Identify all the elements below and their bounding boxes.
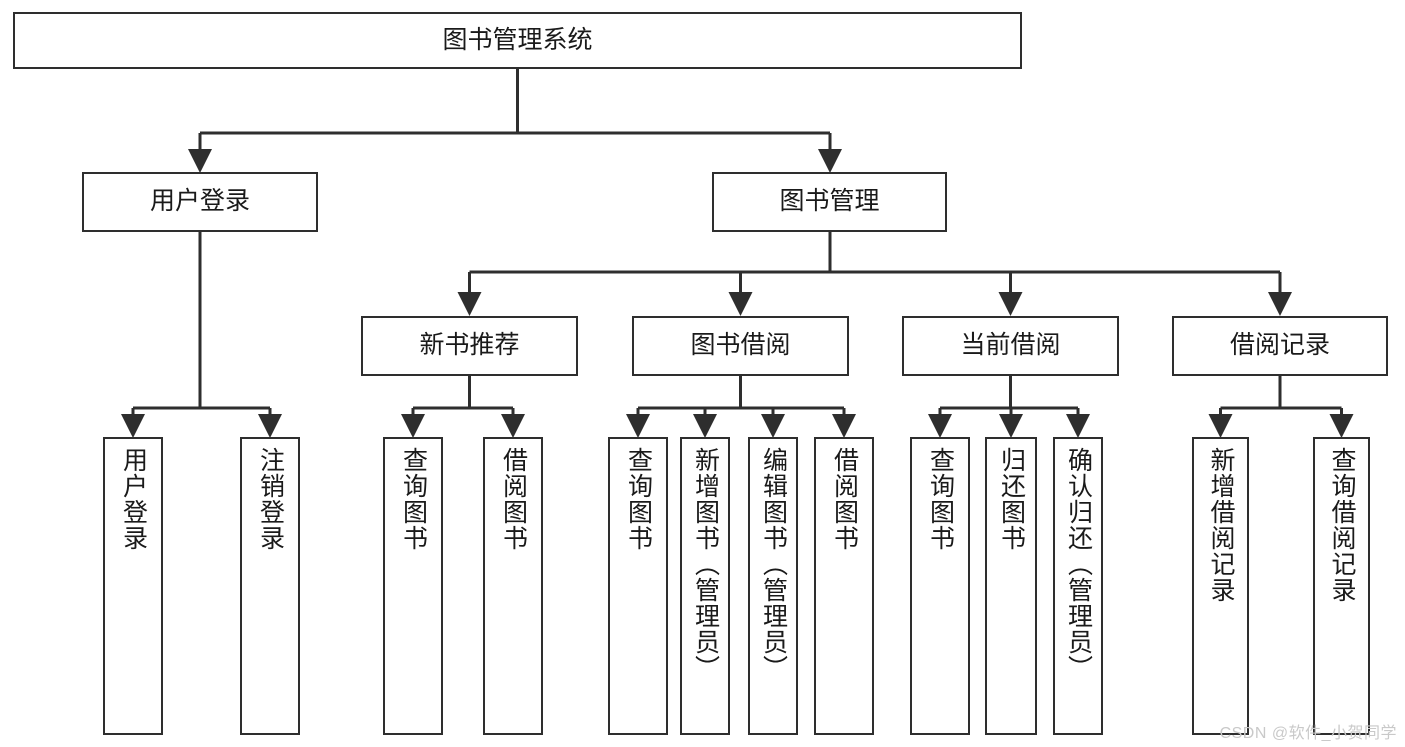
node-borrow-record[interactable]: 借阅记录 [1172, 316, 1388, 376]
node-leaf-add-borrow-record-label: 新增借阅记录 [1207, 447, 1235, 603]
node-leaf-query-book-1[interactable]: 查询图书 [383, 437, 443, 735]
node-leaf-logout[interactable]: 注销登录 [240, 437, 300, 735]
node-leaf-borrow-book-1[interactable]: 借阅图书 [483, 437, 543, 735]
node-leaf-query-borrow-record-label: 查询借阅记录 [1328, 447, 1356, 603]
node-leaf-add-book-admin-label: 新增图书（管理员） [691, 447, 720, 681]
node-root-label: 图书管理系统 [442, 25, 593, 54]
node-book-borrow[interactable]: 图书借阅 [632, 316, 849, 376]
node-new-book-recommend-label: 新书推荐 [419, 331, 520, 360]
node-leaf-return-book-label: 归还图书 [997, 447, 1026, 551]
node-user-login-label: 用户登录 [149, 187, 250, 216]
node-leaf-confirm-return-admin[interactable]: 确认归还（管理员） [1053, 437, 1103, 735]
node-leaf-borrow-book-1-label: 借阅图书 [499, 447, 528, 551]
node-borrow-record-label: 借阅记录 [1229, 331, 1330, 360]
node-leaf-query-book-2-label: 查询图书 [624, 447, 653, 551]
node-leaf-return-book[interactable]: 归还图书 [985, 437, 1037, 735]
node-leaf-query-book-3-label: 查询图书 [926, 447, 955, 551]
node-book-manage[interactable]: 图书管理 [712, 172, 947, 232]
node-leaf-borrow-book-2-label: 借阅图书 [830, 447, 859, 551]
node-user-login[interactable]: 用户登录 [82, 172, 318, 232]
node-leaf-edit-book-admin-label: 编辑图书（管理员） [759, 447, 788, 681]
csdn-watermark: CSDN @软件_小贺同学 [1219, 725, 1397, 742]
node-book-borrow-label: 图书借阅 [690, 331, 791, 360]
node-current-borrow[interactable]: 当前借阅 [902, 316, 1119, 376]
node-new-book-recommend[interactable]: 新书推荐 [361, 316, 578, 376]
node-leaf-logout-label: 注销登录 [256, 447, 285, 551]
node-leaf-add-borrow-record[interactable]: 新增借阅记录 [1192, 437, 1249, 735]
node-leaf-edit-book-admin[interactable]: 编辑图书（管理员） [748, 437, 798, 735]
node-leaf-query-book-3[interactable]: 查询图书 [910, 437, 970, 735]
node-leaf-add-book-admin[interactable]: 新增图书（管理员） [680, 437, 730, 735]
node-book-manage-label: 图书管理 [779, 187, 880, 216]
node-leaf-user-login-label: 用户登录 [119, 447, 148, 551]
node-leaf-borrow-book-2[interactable]: 借阅图书 [814, 437, 874, 735]
node-leaf-query-book-1-label: 查询图书 [399, 447, 428, 551]
node-leaf-query-book-2[interactable]: 查询图书 [608, 437, 668, 735]
node-leaf-confirm-return-admin-label: 确认归还（管理员） [1064, 447, 1093, 681]
node-current-borrow-label: 当前借阅 [960, 331, 1061, 360]
node-leaf-user-login[interactable]: 用户登录 [103, 437, 163, 735]
node-leaf-query-borrow-record[interactable]: 查询借阅记录 [1313, 437, 1370, 735]
node-root[interactable]: 图书管理系统 [13, 12, 1022, 69]
